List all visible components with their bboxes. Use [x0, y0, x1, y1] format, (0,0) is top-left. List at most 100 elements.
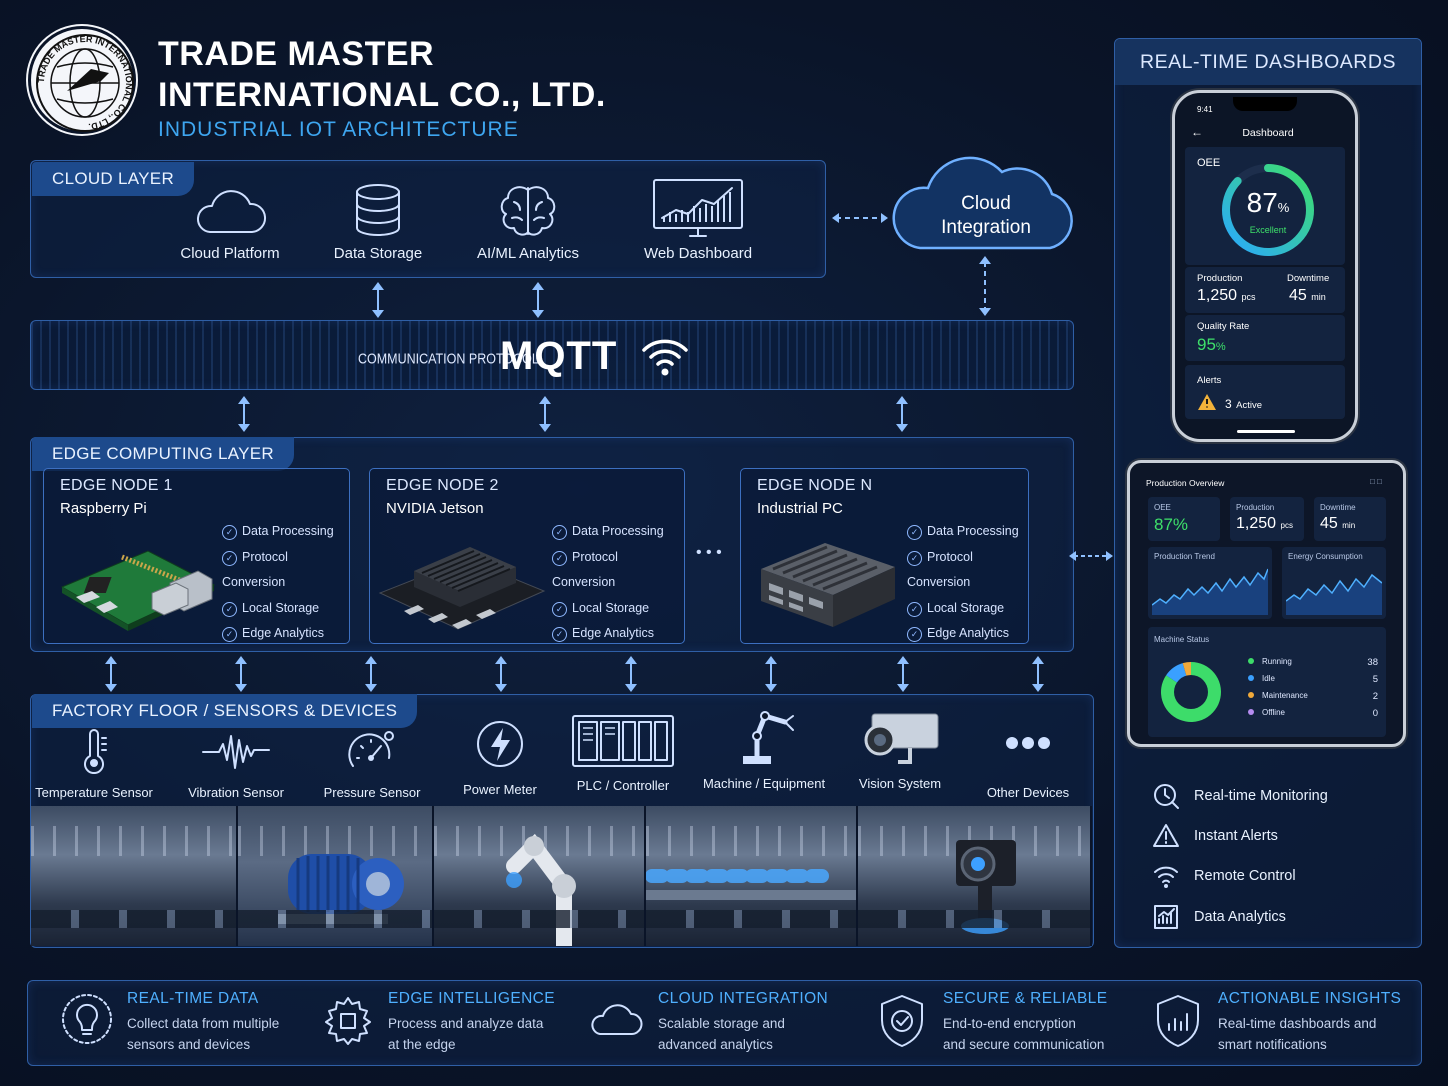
tablet-downtime-unit: min: [1342, 521, 1356, 530]
connector-arrow: [365, 656, 377, 692]
feature-remote-control[interactable]: Remote Control: [1152, 862, 1296, 890]
back-arrow-icon[interactable]: ←: [1191, 125, 1203, 139]
oee-gauge: [1222, 164, 1314, 256]
feature-item: Protocol Conversion: [907, 545, 1028, 596]
device-other[interactable]: Other Devices: [958, 728, 1098, 800]
feature-label: Remote Control: [1194, 868, 1296, 884]
edge-layer-tab: EDGE COMPUTING LAYER: [32, 437, 294, 471]
feature-instant-alerts[interactable]: Instant Alerts: [1152, 822, 1278, 850]
edge-node-features: Data Processing Protocol Conversion Loca…: [552, 519, 684, 647]
device-machine-equipment[interactable]: Machine / Equipment: [694, 706, 834, 791]
benefit-title: EDGE INTELLIGENCE: [388, 990, 556, 1007]
feature-item: Edge Analytics: [907, 621, 1028, 647]
cloud-item-label: Web Dashboard: [643, 245, 753, 262]
connector-arrow: [1032, 656, 1044, 692]
cloud-integration[interactable]: Cloud Integration: [892, 136, 1080, 256]
downtime-label: Downtime: [1287, 273, 1330, 284]
downtime-value: 45: [1289, 287, 1307, 304]
alerts-label: Alerts: [1197, 375, 1222, 386]
tablet-oee-label: OEE: [1154, 503, 1171, 512]
cloud-integration-line2: Integration: [941, 217, 1031, 238]
feature-item: Data Processing: [907, 519, 1028, 545]
edge-node-device: Raspberry Pi: [60, 500, 147, 517]
robot-arm-icon: [743, 711, 794, 764]
edge-node-2[interactable]: EDGE NODE 2 NVIDIA Jetson Data Processin…: [369, 468, 685, 644]
cloud-item-dashboard[interactable]: Web Dashboard: [633, 176, 763, 262]
nvidia-jetson-image: [378, 547, 546, 630]
database-icon: [356, 184, 400, 236]
production-value: 1,250: [1197, 287, 1238, 304]
bottles-image: [646, 869, 856, 900]
oee-status: Excellent: [1249, 225, 1287, 235]
feature-real-time-monitoring[interactable]: Real-time Monitoring: [1152, 782, 1328, 810]
tablet-oee-value: 87%: [1154, 515, 1189, 534]
phone-mockup: 9:41 ← Dashboard OEE 87% Excellent Produ…: [1172, 90, 1358, 442]
edge-node-title: EDGE NODE 1: [60, 477, 173, 494]
benefit-desc-line1: End-to-end encryption: [943, 1016, 1076, 1031]
status-count: 5: [1372, 674, 1378, 685]
tablet-window-icons: □ □: [1370, 477, 1382, 486]
phone-production-card: Production 1,250 pcs Downtime 45 min: [1185, 267, 1345, 313]
edge-node-n[interactable]: EDGE NODE N Industrial PC Data Processin…: [740, 468, 1029, 644]
benefit-title: REAL-TIME DATA: [127, 990, 259, 1007]
device-pressure-sensor[interactable]: Pressure Sensor: [302, 728, 442, 800]
company-logo: TRADE MASTER INTERNATIONAL CO., LTD.: [28, 26, 136, 134]
cloud-item-aiml[interactable]: AI/ML Analytics: [463, 182, 593, 262]
device-label: Other Devices: [986, 785, 1070, 800]
status-name: Offline: [1262, 708, 1285, 717]
cloud-item-storage[interactable]: Data Storage: [318, 182, 438, 262]
energy-label: Energy Consumption: [1288, 552, 1363, 561]
cloud-icon: [591, 1004, 643, 1035]
benefit-actionable-insights: ACTIONABLE INSIGHTS Real-time dashboards…: [1152, 990, 1401, 1055]
edge-node-title: EDGE NODE N: [757, 477, 873, 494]
connector-arrow: [372, 282, 384, 318]
gauge-icon: [348, 731, 394, 767]
status-dot-icon: [1248, 658, 1254, 664]
device-label: Vibration Sensor: [188, 785, 284, 800]
connector-arrow: [238, 396, 250, 432]
alert-icon: [1153, 824, 1179, 847]
status-dot-icon: [1248, 709, 1254, 715]
oee-unit: %: [1277, 200, 1290, 215]
camera-image: [956, 840, 1016, 934]
wifi-icon: [1154, 866, 1178, 888]
factory-photo-vision-camera: [858, 806, 1092, 946]
alerts-value: 3: [1225, 397, 1232, 411]
connector-arrow: [495, 656, 507, 692]
connector-arrow: [897, 656, 909, 692]
device-temperature-sensor[interactable]: Temperature Sensor: [24, 728, 164, 800]
device-vibration-sensor[interactable]: Vibration Sensor: [166, 728, 306, 800]
shield-chart-icon: [1157, 995, 1199, 1047]
more-icon: [1006, 737, 1050, 749]
device-plc-controller[interactable]: PLC / Controller: [553, 714, 693, 793]
connector-arrow: [765, 656, 777, 692]
device-vision-system[interactable]: Vision System: [830, 710, 970, 791]
factory-photo-motor: [238, 806, 434, 946]
device-power-meter[interactable]: Power Meter: [430, 718, 570, 797]
benefit-desc-line2: and secure communication: [943, 1037, 1105, 1052]
feature-item: Local Storage: [552, 596, 684, 622]
status-count: 2: [1372, 691, 1378, 702]
benefit-title: CLOUD INTEGRATION: [658, 990, 829, 1007]
tablet-production-unit: pcs: [1280, 521, 1293, 530]
feature-label: Instant Alerts: [1194, 828, 1278, 844]
factory-photo-production-line: [31, 806, 238, 946]
benefit-desc-line1: Scalable storage and: [658, 1016, 785, 1031]
benefits-bar: [27, 980, 1422, 1066]
globe-icon: TRADE MASTER INTERNATIONAL CO., LTD.: [36, 34, 134, 132]
production-unit: pcs: [1241, 292, 1256, 302]
factory-floor-tab: FACTORY FLOOR / SENSORS & DEVICES: [32, 694, 418, 728]
status-name: Idle: [1262, 674, 1275, 683]
edge-node-1[interactable]: EDGE NODE 1 Raspberry Pi Data Processing…: [43, 468, 350, 644]
robot-arm-image: [506, 833, 576, 946]
cloud-item-platform[interactable]: Cloud Platform: [170, 182, 290, 262]
feature-data-analytics[interactable]: Data Analytics: [1152, 903, 1286, 931]
phone-header: Dashboard: [1242, 127, 1294, 139]
company-title: TRADE MASTER INTERNATIONAL CO., LTD.: [158, 34, 606, 116]
waveform-icon: [202, 735, 270, 769]
phone-notch: [1233, 97, 1297, 111]
cloud-link-arrow: [832, 213, 888, 223]
tablet-production-card: Production 1,250 pcs: [1230, 497, 1304, 541]
